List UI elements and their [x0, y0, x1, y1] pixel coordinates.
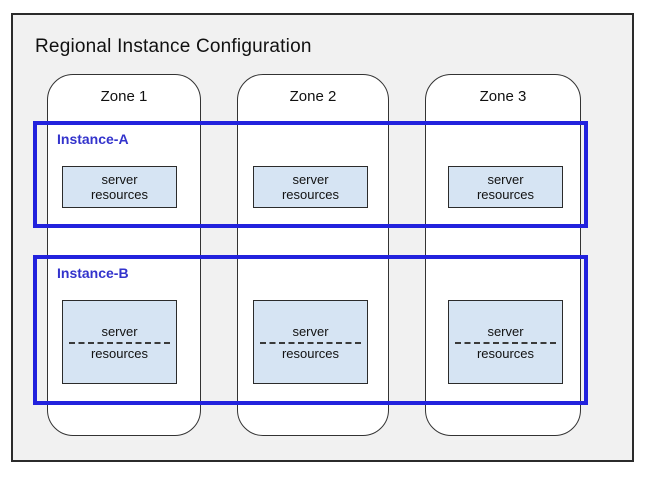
diagram-title: Regional Instance Configuration: [35, 36, 312, 57]
server-resources-label-line2: resources: [281, 345, 340, 361]
server-resources-label-line2: resources: [476, 187, 535, 202]
instance-a-label: Instance-A: [57, 131, 129, 147]
instance-b-label: Instance-B: [57, 265, 129, 281]
server-resources-label-line1: server: [292, 172, 329, 187]
server-resources-label-line2: resources: [90, 187, 149, 202]
server-resources-label-line1: server: [101, 323, 138, 339]
instance-b-container: Instance-B: [33, 255, 588, 405]
server-resources-box-b-zone2: server resources: [253, 300, 368, 384]
zone-3-label: Zone 3: [479, 88, 527, 105]
zone-1-label: Zone 1: [100, 88, 148, 105]
server-resources-label-line1: server: [101, 172, 138, 187]
server-resources-label-line1: server: [487, 323, 524, 339]
server-resources-label-line2: resources: [476, 345, 535, 361]
instance-a-container: Instance-A: [33, 121, 588, 228]
server-resources-label-line2: resources: [90, 345, 149, 361]
dashed-divider: [69, 341, 170, 344]
server-resources-box-a-zone1: server resources: [62, 166, 177, 208]
server-resources-box-a-zone2: server resources: [253, 166, 368, 208]
dashed-divider: [455, 341, 556, 344]
server-resources-label-line1: server: [487, 172, 524, 187]
server-resources-label-line1: server: [292, 323, 329, 339]
server-resources-box-b-zone3: server resources: [448, 300, 563, 384]
dashed-divider: [260, 341, 361, 344]
server-resources-box-b-zone1: server resources: [62, 300, 177, 384]
zone-2-label: Zone 2: [289, 88, 337, 105]
server-resources-box-a-zone3: server resources: [448, 166, 563, 208]
server-resources-label-line2: resources: [281, 187, 340, 202]
